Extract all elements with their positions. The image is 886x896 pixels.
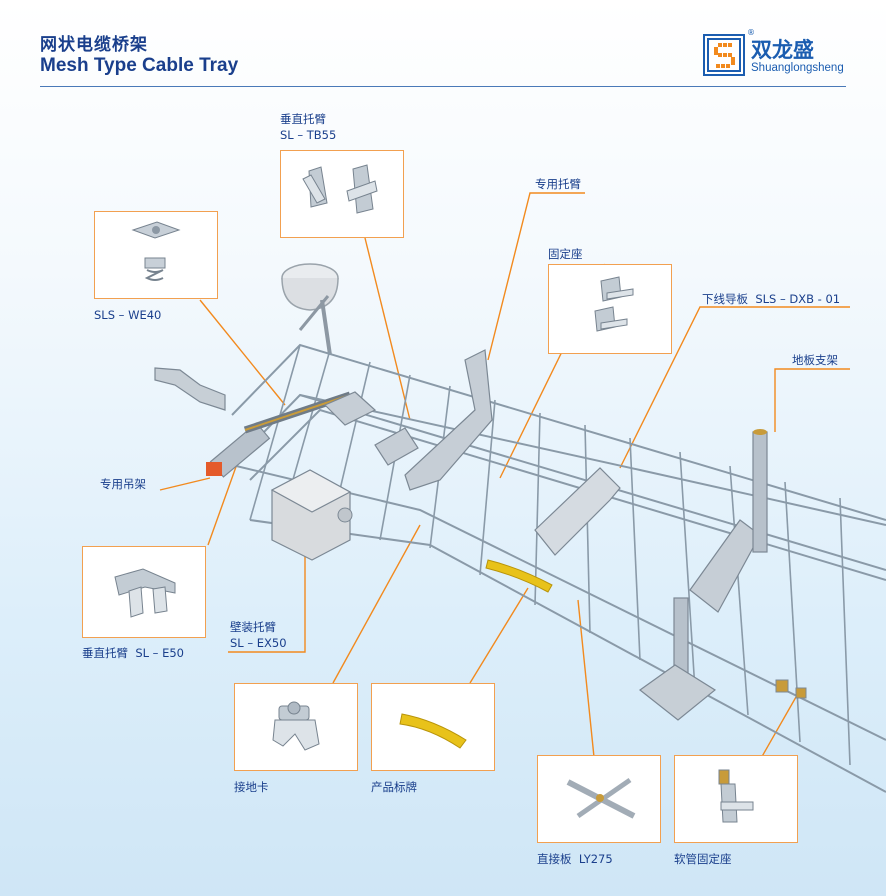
label-hose-seat: 软管固定座	[674, 852, 732, 866]
leader-special-arm	[487, 192, 585, 361]
label-floor-support: 地板支架	[792, 353, 838, 367]
label-straight-plate: 直接板 LY275	[537, 852, 613, 866]
leader-ex50	[228, 525, 306, 653]
straight-plate-icon	[566, 777, 636, 819]
straight-plate-name: 直接板	[537, 852, 572, 866]
floor-support-part	[639, 429, 768, 721]
leader-tb55	[364, 237, 411, 421]
logo-s-mark-icon	[703, 34, 745, 76]
box-hose-seat	[674, 755, 798, 843]
leader-straight-plate	[577, 599, 595, 758]
vertical-arm-e50-icon	[114, 568, 176, 618]
label-vertical-arm-tb55-code: SL – TB55	[280, 128, 337, 142]
leader-we40	[199, 299, 286, 406]
label-product-tag: 产品标牌	[371, 780, 417, 794]
hose-seat-icon	[718, 769, 754, 823]
vertical-arm-tb55-icon	[302, 164, 378, 214]
label-wall-arm-code: SL – EX50	[230, 636, 287, 650]
label-vertical-arm-e50: 垂直托臂 SL – E50	[82, 646, 184, 660]
logo-name-en: Shuanglongsheng	[751, 62, 844, 74]
spring-nut-icon	[131, 221, 181, 281]
box-ground-clip	[234, 683, 358, 771]
logo-registered-mark: ®	[747, 28, 755, 37]
box-product-tag	[371, 683, 495, 771]
down-guide-code: SLS – DXB - 01	[755, 292, 841, 306]
header-rule	[40, 86, 846, 87]
product-tag-part	[485, 559, 553, 593]
ground-clip-icon	[272, 701, 320, 751]
down-guide-name: 下线导板	[702, 292, 748, 306]
vertical-arm-e50-name: 垂直托臂	[82, 646, 128, 660]
label-spring-nut-code: SLS – WE40	[94, 308, 162, 322]
fixed-seat-icon	[594, 276, 634, 332]
box-straight-plate	[537, 755, 661, 843]
label-special-arm: 专用托臂	[535, 177, 581, 191]
leader-ground-clip	[332, 524, 421, 684]
box-fixed-seat	[548, 264, 672, 354]
box-vertical-arm-e50	[82, 546, 206, 638]
label-special-hanger: 专用吊架	[100, 477, 146, 491]
leader-hose-seat	[759, 689, 801, 761]
ceiling-hanger	[281, 263, 339, 356]
page-title-en: Mesh Type Cable Tray	[40, 55, 239, 76]
label-ground-clip: 接地卡	[234, 780, 269, 794]
leader-floor-support	[774, 368, 850, 432]
wall-box-part	[270, 469, 353, 561]
leader-lines	[159, 192, 850, 761]
straight-plate-code: LY275	[578, 852, 613, 866]
product-tag-icon	[399, 713, 467, 749]
page-title-cn: 网状电缆桥架	[40, 35, 148, 55]
vertical-arm-e50-code: SL – E50	[135, 646, 184, 660]
label-vertical-arm-tb55-name: 垂直托臂	[280, 112, 326, 126]
label-down-guide-name: 下线导板 SLS – DXB - 01	[702, 292, 840, 306]
logo-name-cn: 双龙盛	[751, 38, 814, 62]
special-hanger-part	[154, 367, 352, 478]
label-wall-arm-name: 壁装托臂	[230, 620, 276, 634]
leader-down-guide	[619, 306, 850, 469]
hose-seat-part	[775, 679, 807, 699]
label-fixed-seat: 固定座	[548, 247, 583, 261]
tray-brackets	[323, 349, 761, 613]
leader-hanger	[159, 477, 211, 491]
leader-tag	[469, 587, 529, 684]
box-vertical-arm-tb55	[280, 150, 404, 238]
box-spring-nut	[94, 211, 218, 299]
